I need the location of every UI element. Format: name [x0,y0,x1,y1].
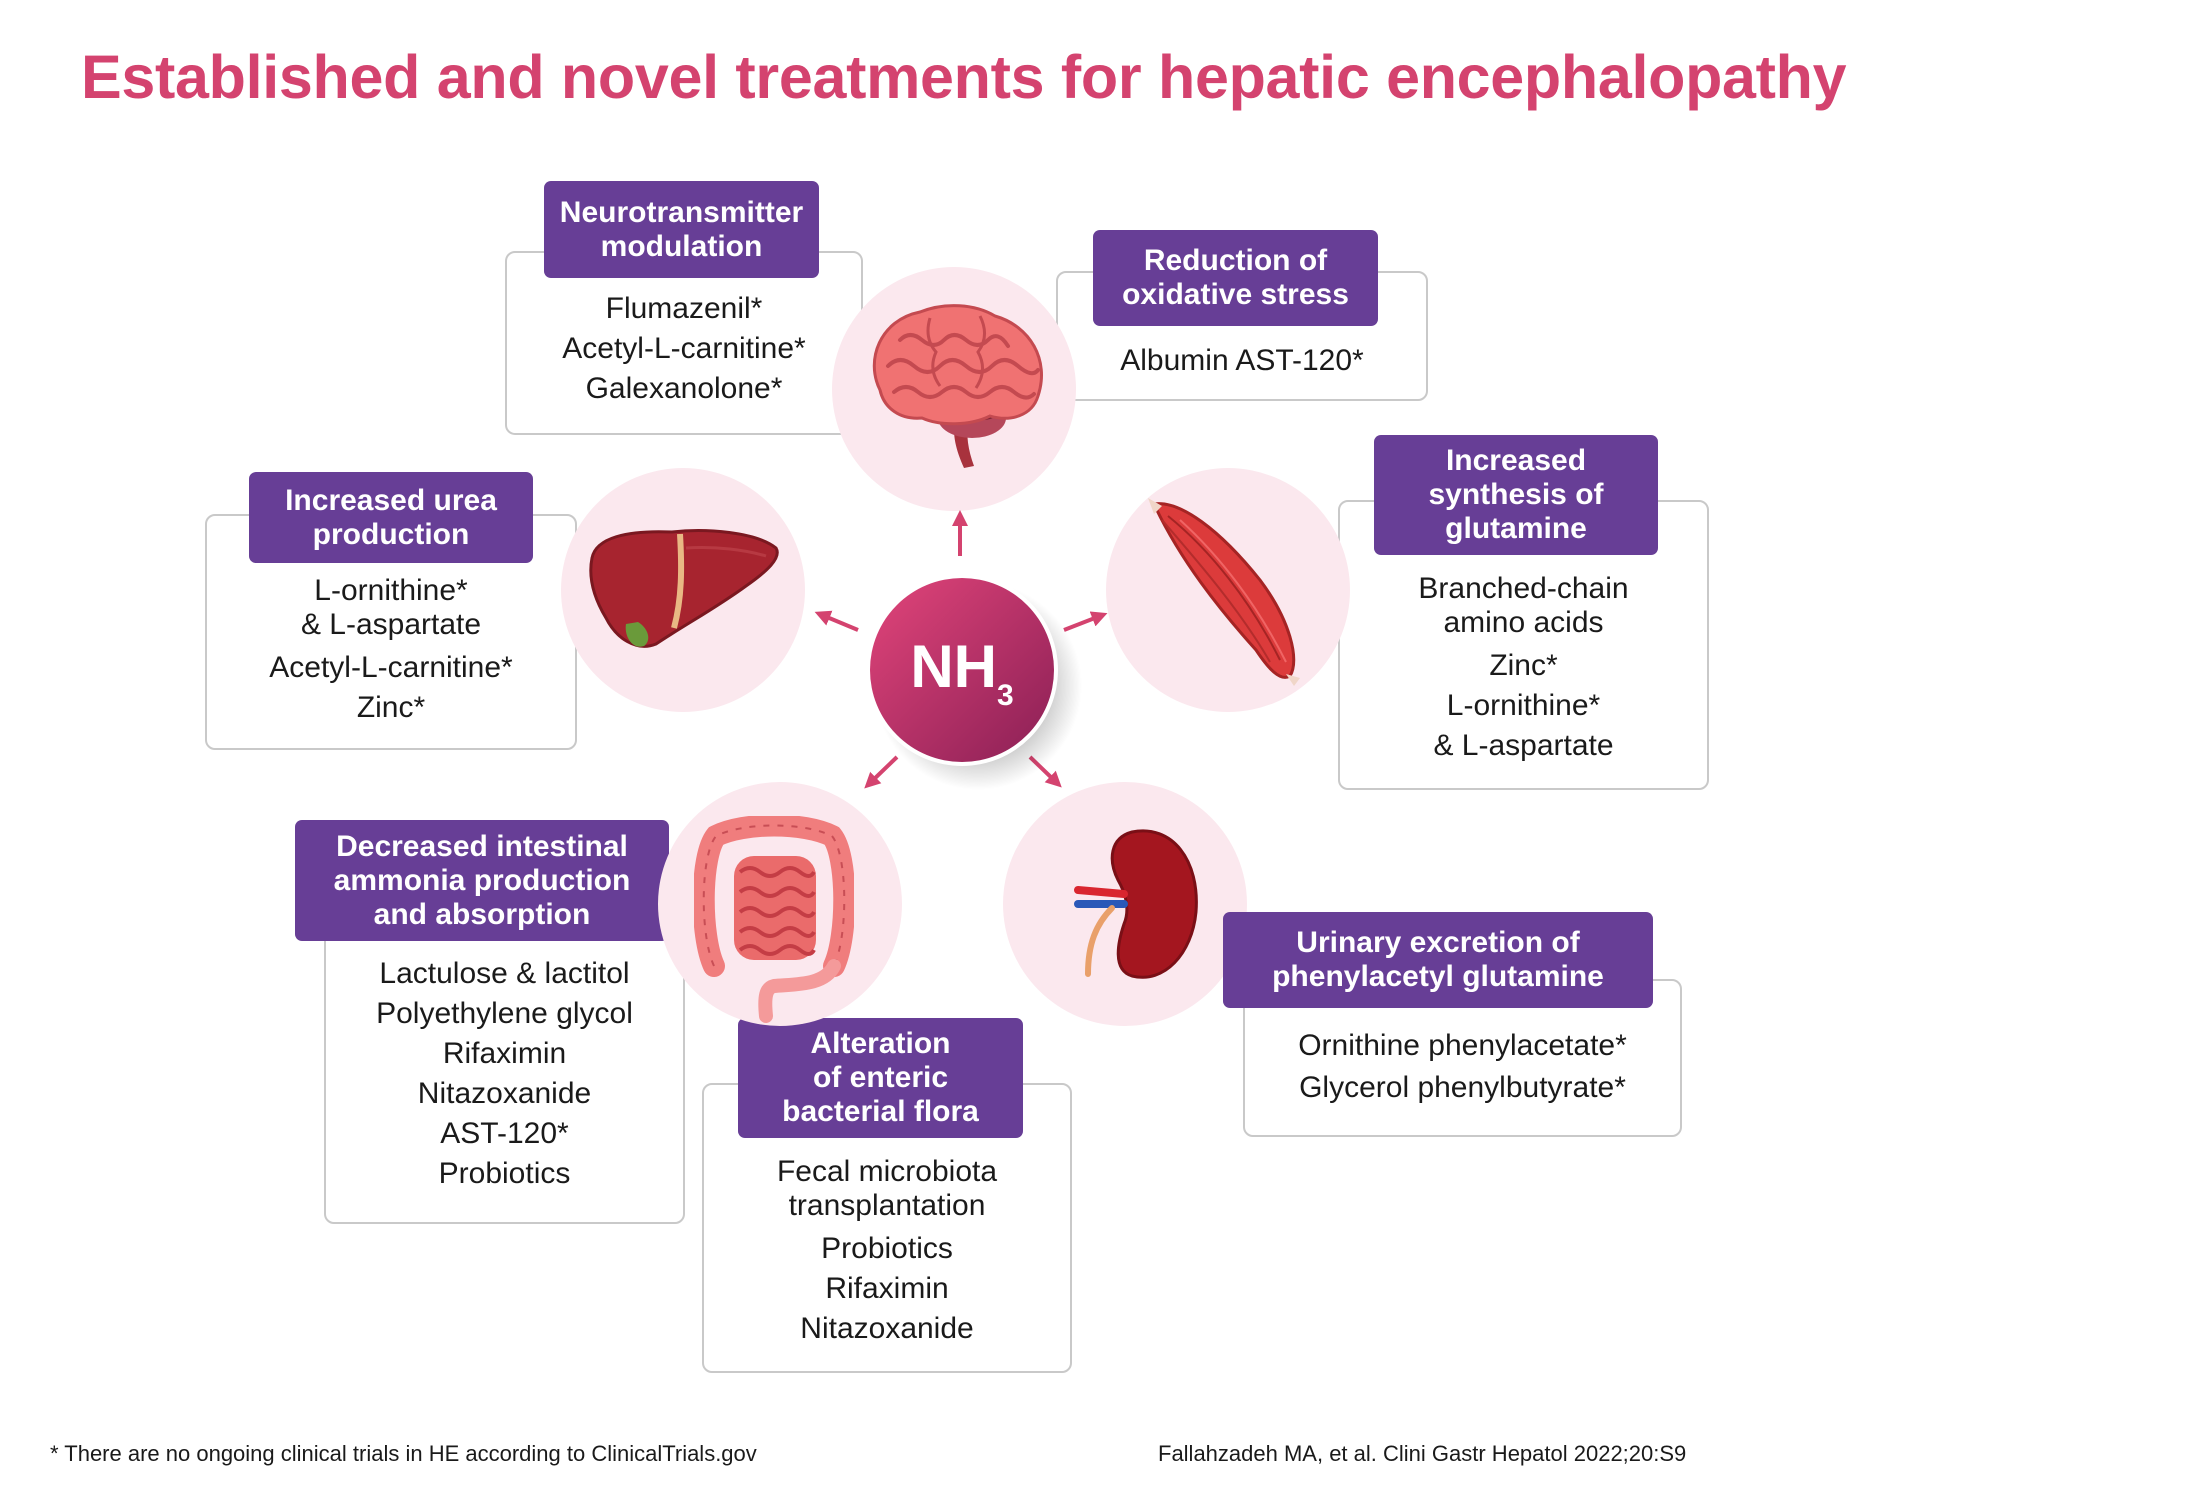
label-line: modulation [600,229,763,263]
neuro-box: Flumazenil* Acetyl-L-carnitine* Galexano… [505,251,863,435]
intestine-icon [694,816,854,1026]
label-line: glutamine [1445,512,1587,545]
label-line: and absorption [373,897,591,931]
label-line: Increased urea [285,483,497,517]
treatment-item: Probiotics [821,1232,953,1265]
treatment-item: Nitazoxanide [417,1077,592,1110]
liver-icon [586,528,782,654]
treatment-item: Flumazenil* [605,292,763,325]
treatment-item: Ornithine phenylacetate* [1298,1029,1627,1062]
glutamine-items: Branched-chain amino acids Zinc* L-ornit… [1340,572,1707,766]
intestinal-box: Lactulose & lactitol Polyethylene glycol… [324,897,685,1224]
treatment-item: Probiotics [438,1157,571,1190]
treatment-item: L-ornithine* [314,574,468,607]
neuro-items: Flumazenil* Acetyl-L-carnitine* Galexano… [507,289,861,409]
treatment-item: L-ornithine* [1446,689,1601,722]
flora-items: Fecal microbiota transplantation Probiot… [704,1155,1070,1349]
label-line: production [312,517,470,551]
treatment-item: Rifaximin [825,1272,949,1305]
urinary-items: Ornithine phenylacetate* Glycerol phenyl… [1245,1025,1680,1109]
label-line: of enteric [812,1061,949,1094]
treatment-item: Fecal microbiota [776,1155,998,1188]
citation: Fallahzadeh MA, et al. Clini Gastr Hepat… [1158,1441,1687,1466]
arrow-right [1063,611,1108,632]
label-line: ammonia production [333,863,631,897]
treatment-item: & L-aspartate [300,608,482,641]
label-line: Alteration [810,1027,951,1060]
intestinal-items: Lactulose & lactitol Polyethylene glycol… [326,954,683,1194]
muscle-icon [1140,490,1320,690]
treatment-item: Nitazoxanide [800,1312,974,1345]
label-line: Reduction of [1143,244,1328,277]
treatment-item: AST-120* [440,1117,569,1150]
page-title: Established and novel treatments for hep… [81,43,1847,111]
label-line: phenylacetyl glutamine [1272,960,1604,993]
brain-icon [860,300,1050,480]
kidney-icon [1072,824,1202,988]
nh3-main: NH [910,633,997,700]
label-line: Neurotransmitter [559,195,804,229]
label-line: bacterial flora [782,1095,979,1128]
treatment-item: Zinc* [356,691,426,724]
treatment-item: & L-aspartate [1433,729,1614,762]
label-line: synthesis of [1428,478,1604,511]
label-line: Urinary excretion of [1296,926,1580,959]
nh3-sub: 3 [996,679,1014,712]
treatment-item: Galexanolone* [585,372,783,405]
label-line: Increased [1445,444,1587,477]
urea-items: L-ornithine* & L-aspartate Acetyl-L-carn… [207,574,575,728]
oxidative-items: Albumin AST-120* [1058,341,1426,381]
treatment-item: Branched-chain [1418,572,1629,605]
treatment-item: Lactulose & lactitol [379,957,630,990]
treatment-item: Rifaximin [442,1037,567,1070]
treatment-item: Glycerol phenylbutyrate* [1299,1071,1626,1104]
treatment-item: Albumin AST-120* [1120,344,1364,377]
label-line: oxidative stress [1122,278,1349,311]
treatment-item: Zinc* [1489,649,1558,682]
treatment-item: Acetyl-L-carnitine* [269,651,513,684]
nh3-center: NH3 [862,570,1082,790]
treatment-item: Acetyl-L-carnitine* [562,332,806,365]
arrow-left [814,610,859,632]
treatment-item: amino acids [1443,606,1604,639]
treatment-item: transplantation [788,1189,986,1222]
arrow-down-left [864,755,899,789]
footnote: * There are no ongoing clinical trials i… [50,1441,757,1466]
label-line: Decreased intestinal [336,829,628,863]
treatment-item: Polyethylene glycol [376,997,633,1030]
